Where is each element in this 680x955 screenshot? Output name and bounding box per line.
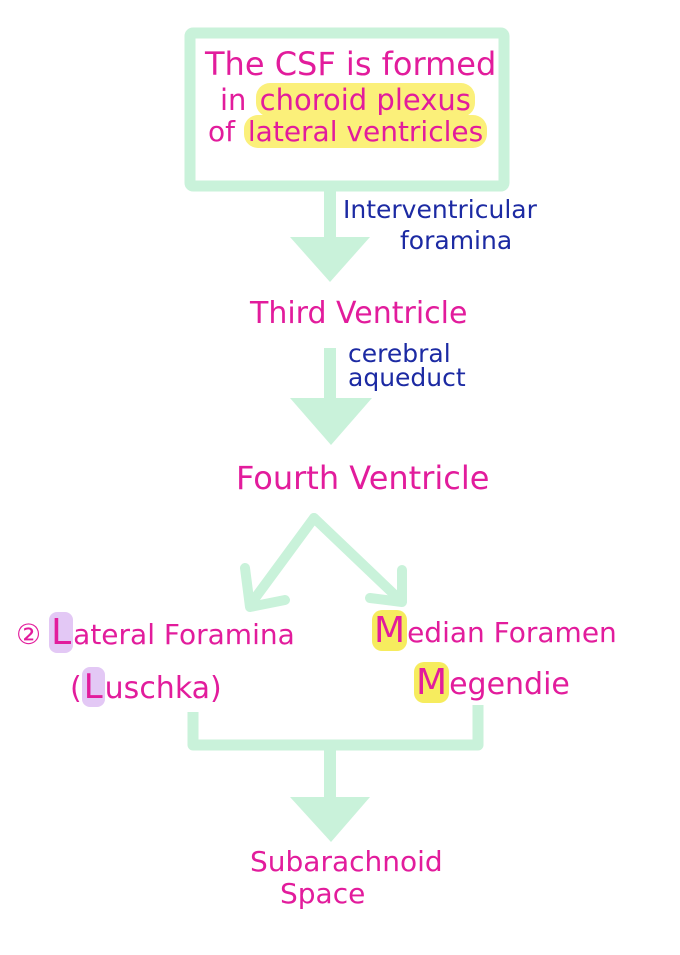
split-arrow-right	[309, 513, 405, 605]
origin-line-3: of lateral ventricles	[208, 115, 488, 148]
fourth-ventricle: Fourth Ventricle	[236, 459, 490, 497]
megendie-M-highlight: M	[414, 662, 450, 703]
arrow-head-3	[290, 797, 370, 842]
luschka-rest: uschka)	[104, 671, 222, 706]
origin-line-2-prefix: in	[220, 83, 247, 117]
median-foramen: Median Foramen	[372, 610, 617, 651]
origin-line-2: in choroid plexus	[220, 83, 475, 117]
median-M-highlight: M	[372, 610, 408, 651]
space-label: Space	[280, 877, 366, 910]
lateral-count: ②	[16, 618, 42, 651]
origin-line-1: The CSF is formed	[205, 45, 497, 83]
split-arrow-right-head	[365, 565, 407, 607]
foramina-label: foramina	[400, 226, 513, 255]
choroid-plexus-highlight: choroid plexus	[255, 83, 475, 117]
aqueduct-label: aqueduct	[348, 363, 466, 392]
cerebral-label: cerebral	[348, 339, 451, 368]
luschka-label: (Luschka)	[70, 667, 222, 707]
lateral-ventricles-highlight: lateral ventricles	[243, 115, 488, 148]
subarachnoid-label: Subarachnoid	[250, 845, 443, 878]
arrow-head-2	[290, 398, 372, 445]
median-rest: edian Foramen	[407, 616, 617, 649]
origin-line-3-prefix: of	[208, 115, 235, 148]
luschka-L-highlight: L	[81, 667, 105, 707]
luschka-open: (	[70, 671, 82, 706]
origin-box	[184, 27, 510, 192]
megendie-label: Megendie	[414, 662, 570, 703]
megendie-rest: egendie	[449, 667, 570, 702]
arrow-head-1	[290, 237, 370, 282]
interventricular-label: Interventricular	[343, 195, 537, 224]
merge-bracket	[187, 705, 484, 751]
lateral-L-highlight: L	[49, 612, 74, 653]
split-arrow-left-head	[240, 563, 290, 612]
third-ventricle: Third Ventricle	[250, 296, 468, 331]
lateral-rest: ateral Foramina	[73, 618, 295, 651]
split-arrow-left	[245, 513, 319, 610]
